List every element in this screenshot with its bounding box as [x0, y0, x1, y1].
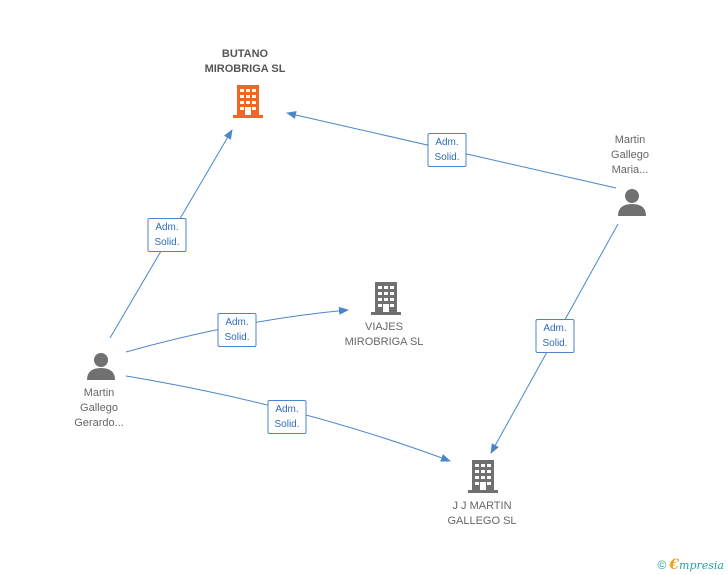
- footer-brand[interactable]: © €mpresia: [657, 557, 724, 573]
- edge-label-maria-jjmartin[interactable]: Adm. Solid.: [535, 319, 575, 353]
- node-label-jjmartin[interactable]: J J MARTIN GALLEGO SL: [447, 499, 516, 529]
- person-icon-gerardo[interactable]: [87, 353, 115, 380]
- edge-label-gerardo-butano[interactable]: Adm. Solid.: [147, 218, 187, 252]
- node-label-line: MIROBRIGA SL: [344, 336, 424, 348]
- building-icon-viajes[interactable]: [371, 282, 401, 315]
- node-label-maria[interactable]: Martin Gallego Maria...: [611, 133, 649, 178]
- edge-label-line: Solid.: [542, 338, 568, 349]
- node-label-line: Maria...: [611, 164, 649, 176]
- edge-label-line: Adm.: [435, 137, 459, 148]
- node-label-line: Gallego: [611, 149, 649, 161]
- node-label-line: BUTANO: [221, 48, 269, 60]
- node-label-line: MIROBRIGA SL: [204, 63, 286, 75]
- edge-label-line: Adm.: [155, 222, 179, 233]
- node-label-line: Gallego: [80, 402, 118, 414]
- edge-label-gerardo-jjmartin[interactable]: Adm. Solid.: [267, 400, 307, 434]
- edge-label-gerardo-viajes[interactable]: Adm. Solid.: [217, 313, 257, 347]
- edge-label-line: Solid.: [274, 419, 300, 430]
- node-label-line: J J MARTIN: [452, 500, 512, 512]
- node-label-line: GALLEGO SL: [447, 515, 517, 527]
- edge-label-maria-butano[interactable]: Adm. Solid.: [427, 133, 467, 167]
- brand-logo: €mpresia: [669, 557, 724, 573]
- building-icon-jjmartin[interactable]: [468, 460, 498, 493]
- node-label-line: Gerardo...: [74, 417, 124, 429]
- person-icon-maria[interactable]: [618, 189, 646, 216]
- copyright-icon: ©: [657, 558, 667, 572]
- node-label-butano[interactable]: BUTANO MIROBRIGA SL: [205, 47, 286, 77]
- building-icon-butano[interactable]: [233, 85, 263, 118]
- node-label-viajes[interactable]: VIAJES MIROBRIGA SL: [345, 320, 424, 350]
- edge-label-line: Solid.: [154, 237, 180, 248]
- node-label-line: Martin: [83, 387, 115, 399]
- node-label-gerardo[interactable]: Martin Gallego Gerardo...: [74, 386, 124, 431]
- brand-logo-text: mpresia: [679, 559, 724, 572]
- node-label-line: VIAJES: [365, 321, 403, 333]
- edge-label-line: Adm.: [543, 323, 567, 334]
- edge-label-line: Adm.: [275, 404, 299, 415]
- edge-label-line: Solid.: [434, 152, 460, 163]
- brand-logo-e: €: [669, 557, 680, 573]
- edge-label-line: Solid.: [224, 332, 250, 343]
- node-label-line: Martin: [614, 134, 646, 146]
- edge-label-line: Adm.: [225, 317, 249, 328]
